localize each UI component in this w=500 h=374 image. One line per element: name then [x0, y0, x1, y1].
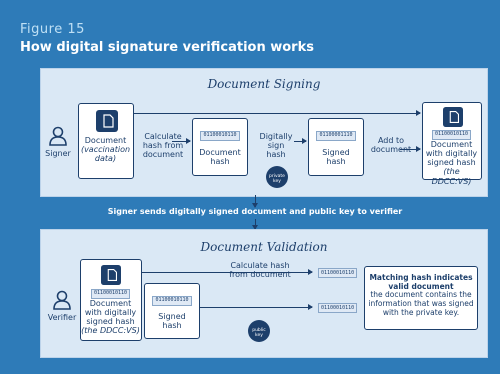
validation-calc-arrow: [142, 269, 313, 275]
signed-document-chip: 01100010110: [431, 130, 472, 140]
result-text-2: information that was signed: [368, 298, 474, 308]
document-hash-chip: 01100010110: [200, 131, 240, 141]
signer-icon: [49, 126, 67, 146]
transfer-arrow-lower: [252, 219, 258, 230]
validation-decrypted-chip: 01100010110: [318, 303, 358, 313]
signed-hash-chip: 01100001110: [316, 131, 356, 141]
result-headline-1: Matching hash indicates: [369, 273, 473, 282]
signer-label: Signer: [45, 149, 71, 158]
arrow-to-signed: [294, 138, 307, 144]
validation-panel-title: Document Validation: [200, 240, 328, 254]
validation-result-box: Matching hash indicates valid document t…: [364, 266, 478, 330]
result-text-1: the document contains the: [370, 290, 472, 300]
validation-signed-chip: 01100010110: [152, 296, 192, 306]
result-headline-2: valid document: [388, 281, 454, 291]
arrow-to-hash: [172, 138, 191, 144]
signing-panel-title: Document Signing: [207, 77, 321, 91]
document-icon: [101, 265, 121, 285]
signing-document-title: Document: [84, 136, 127, 145]
transfer-arrow: [252, 195, 258, 208]
signing-document-subtitle: (vaccination data): [80, 145, 131, 164]
figure-title: How digital signature verification works: [20, 40, 314, 55]
verifier-label: Verifier: [47, 313, 77, 322]
arrow-document-to-result: [134, 110, 421, 116]
document-icon: [96, 110, 118, 132]
figure-label: Figure 15: [20, 22, 85, 37]
validation-calc-chip: 01100010110: [318, 268, 358, 278]
verifier-icon: [53, 290, 71, 310]
validation-document-chip: 01100010110: [90, 289, 131, 299]
arrow-to-result: [400, 146, 421, 152]
transfer-text: Signer sends digitally signed document a…: [107, 207, 403, 216]
result-text-3: with the private key.: [382, 307, 460, 317]
signing-document-box: Document (vaccination data): [78, 103, 134, 179]
document-icon: [443, 107, 463, 127]
validation-signed-arrow: [200, 304, 313, 310]
